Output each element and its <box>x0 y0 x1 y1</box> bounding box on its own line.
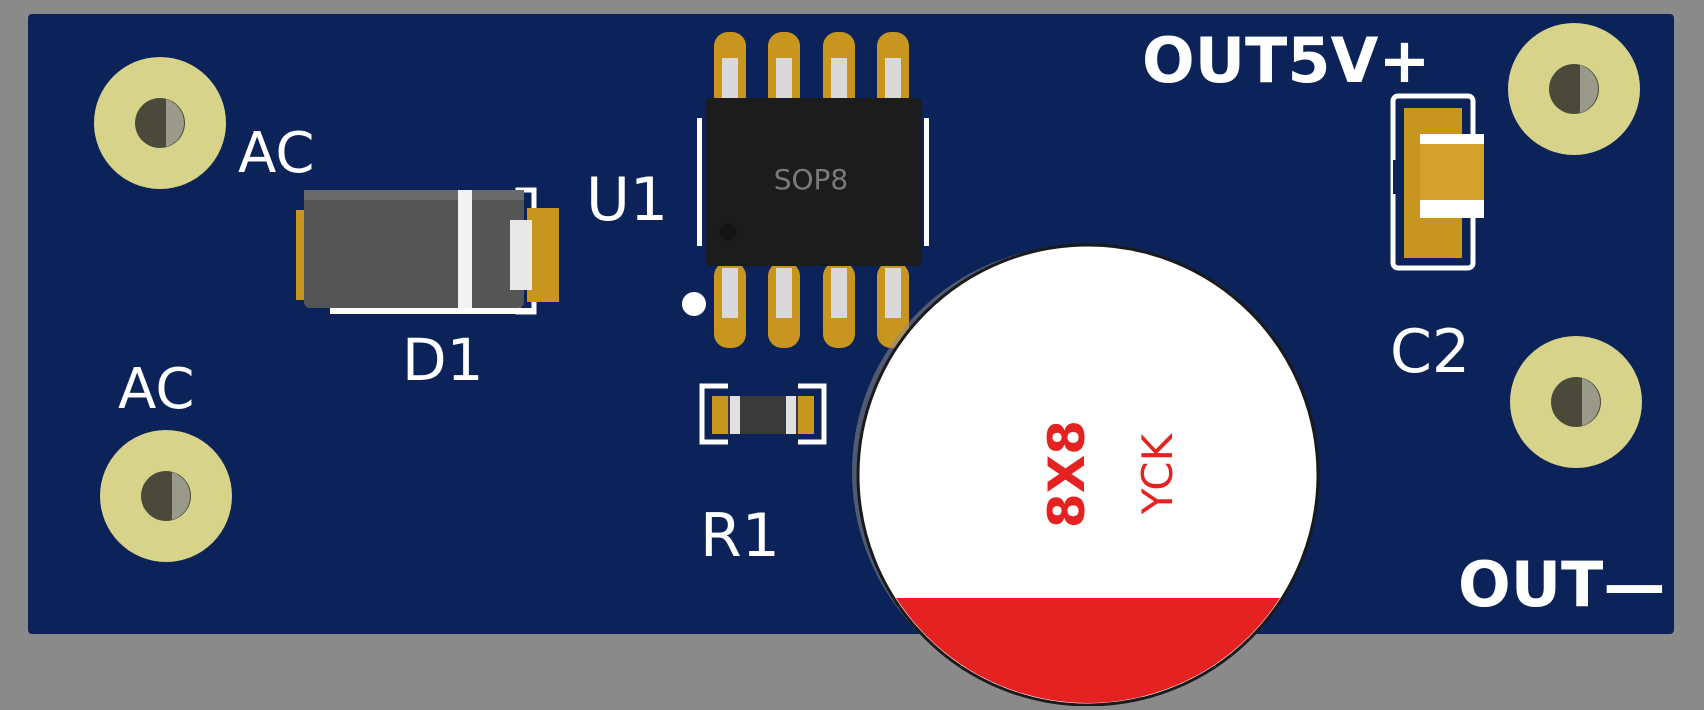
label-c2: C2 <box>1390 317 1470 387</box>
ic-u1 <box>682 32 929 348</box>
pad-out-pos <box>1508 23 1640 155</box>
capacitor-size-marking: 8X8 <box>1038 420 1096 528</box>
label-ac-bottom: AC <box>118 357 194 422</box>
pad-out-neg <box>1510 336 1642 468</box>
diode-d1 <box>296 187 559 315</box>
label-out-pos: OUT5V+ <box>1142 24 1430 97</box>
label-d1: D1 <box>402 326 484 394</box>
label-ac-top: AC <box>238 121 314 186</box>
label-r1: R1 <box>700 501 780 571</box>
pad-ac-bottom <box>100 430 232 562</box>
label-out-neg: OUT— <box>1458 548 1665 621</box>
ic-marking: SOP8 <box>774 163 849 196</box>
resistor-r1 <box>699 383 827 445</box>
capacitor-c2 <box>1390 93 1484 271</box>
label-u1: U1 <box>586 165 668 235</box>
pad-ac-top <box>94 57 226 189</box>
capacitor-brand-marking: YCK <box>1133 432 1182 515</box>
